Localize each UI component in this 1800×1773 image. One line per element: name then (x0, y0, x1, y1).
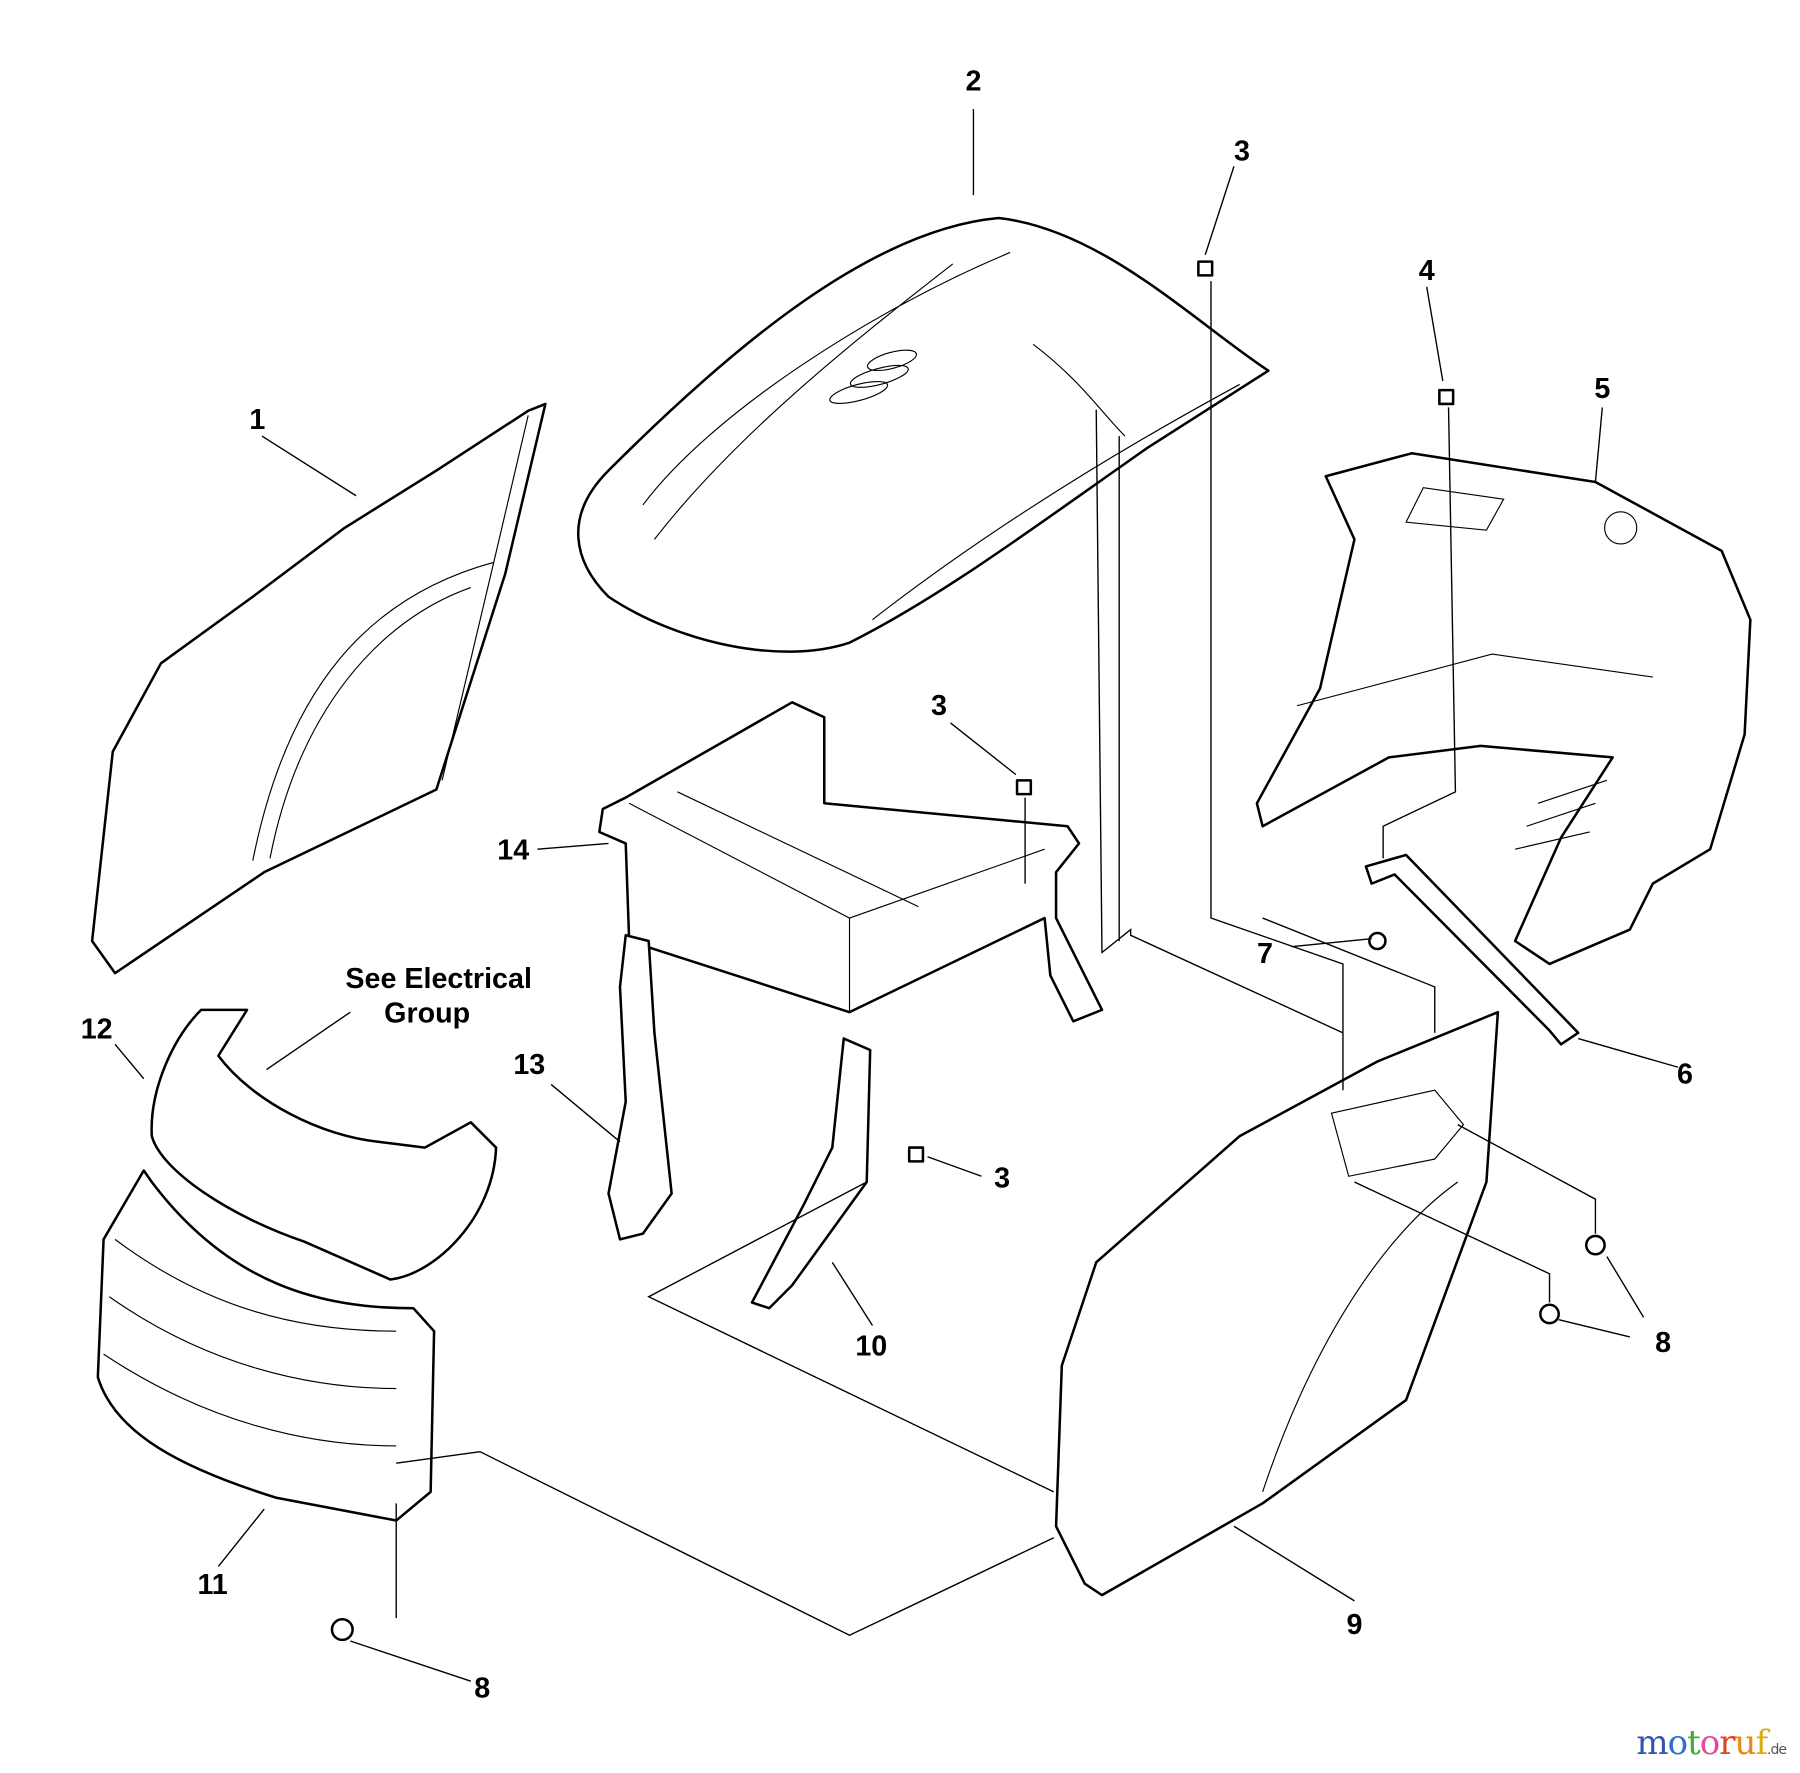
part-1-side-panel (90, 402, 547, 975)
note-line-1: See Electrical (345, 963, 532, 995)
watermark-letter: o (1699, 1723, 1721, 1763)
callout-3: 3 (1234, 136, 1250, 168)
hardware (330, 260, 1606, 1642)
callout-3: 3 (931, 690, 947, 722)
watermark-logo: motoruf.de (1636, 1723, 1787, 1763)
leader-lines (114, 109, 1679, 1682)
callout-1: 1 (249, 404, 265, 436)
watermark-letter: m (1636, 1723, 1668, 1763)
part-2-hood (576, 216, 1270, 653)
callout-3: 3 (994, 1163, 1010, 1195)
part-11-grille (96, 1169, 436, 1522)
note-line-2: Group (384, 997, 470, 1029)
watermark-letter: u (1734, 1723, 1757, 1763)
callout-9: 9 (1346, 1609, 1362, 1641)
callout-6: 6 (1677, 1058, 1693, 1090)
callout-14: 14 (497, 835, 529, 867)
part-13-bracket (607, 934, 673, 1241)
callout-4: 4 (1419, 255, 1435, 287)
callout-5: 5 (1594, 373, 1610, 405)
callout-8: 8 (1655, 1327, 1671, 1359)
callout-12: 12 (81, 1014, 113, 1046)
callout-11: 11 (197, 1569, 227, 1601)
callout-2: 2 (965, 66, 981, 98)
watermark-letter: t (1687, 1723, 1701, 1763)
callout-10: 10 (855, 1330, 887, 1362)
watermark-letter: f (1755, 1723, 1768, 1763)
part-6-strap (1364, 853, 1580, 1046)
callout-7: 7 (1257, 938, 1273, 970)
callout-8: 8 (474, 1672, 490, 1704)
part-5-dash-panel (1255, 452, 1752, 966)
part-12-bezel (150, 1008, 498, 1281)
part-9-side-panel (1054, 1010, 1500, 1597)
watermark-suffix: .de (1767, 1742, 1787, 1758)
callout-13: 13 (513, 1049, 545, 1081)
part-10-bracket (750, 1037, 872, 1310)
callout-labels: 1 2 3 4 5 14 3 7 6 See Electrical Group … (81, 66, 1693, 1705)
part-14-tray (598, 701, 1104, 1023)
watermark-letter: r (1719, 1723, 1735, 1763)
watermark-letter: o (1667, 1723, 1689, 1763)
